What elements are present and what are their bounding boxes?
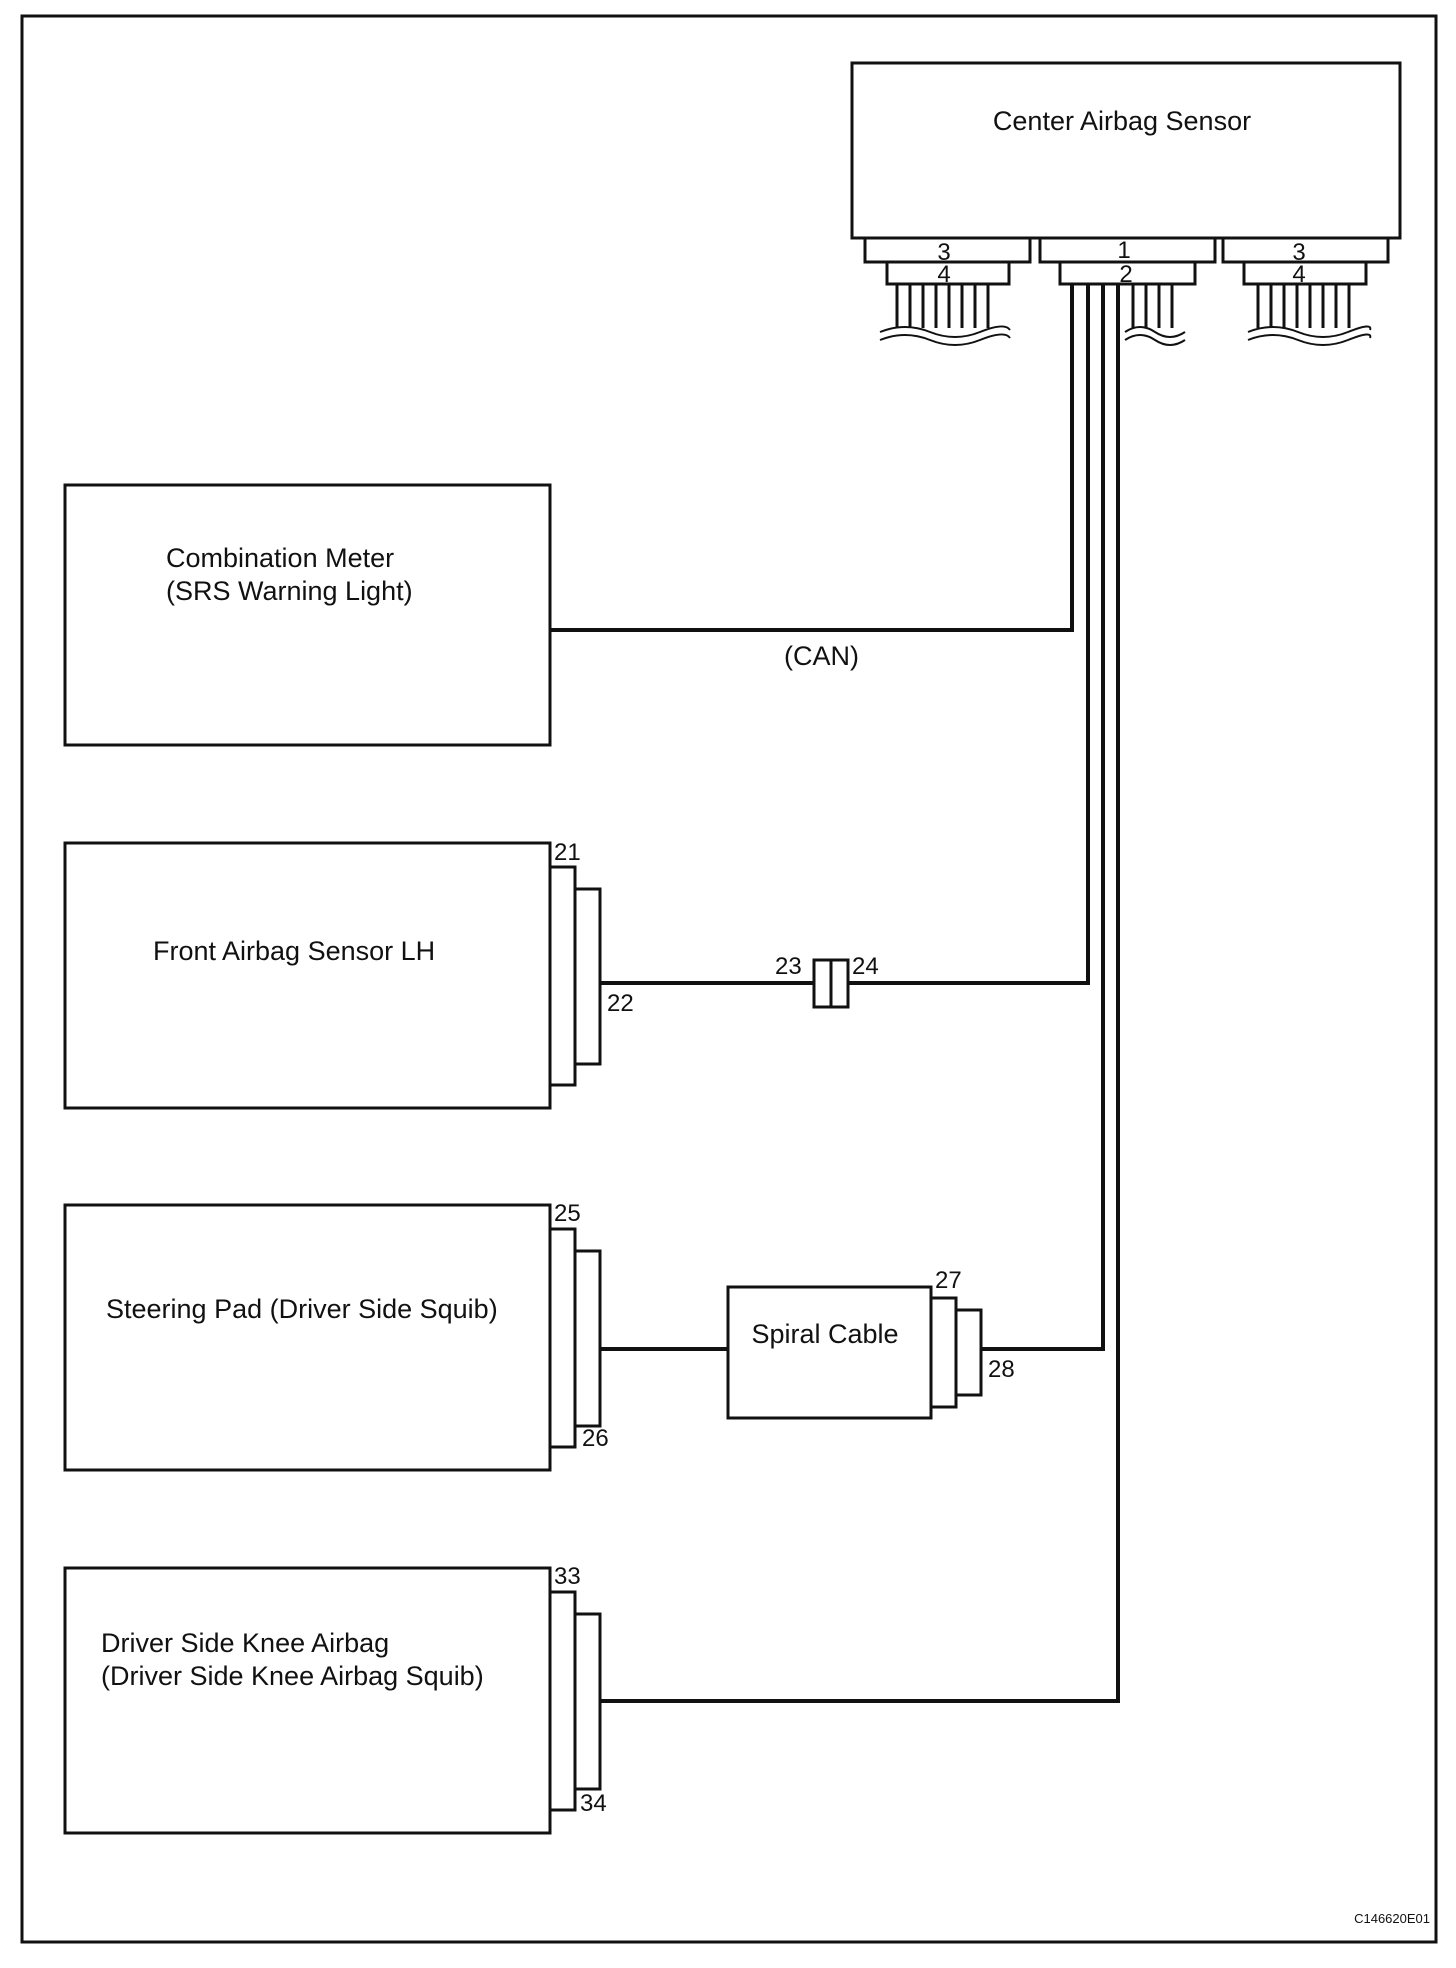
knee-airbag-squib-label: (Driver Side Knee Airbag Squib) (101, 1661, 484, 1691)
knee-airbag-connector-outer (548, 1590, 577, 1812)
knee-airbag-wire (600, 284, 1120, 1703)
front-sensor-connector-inner (573, 887, 602, 1066)
steering-pad-connector-inner (573, 1249, 602, 1428)
spiral-cable-connector-outer (929, 1296, 958, 1409)
page-frame (20, 14, 1438, 1944)
spiral-cable-connector-inner (954, 1308, 983, 1397)
can-wire (550, 284, 1074, 632)
steering-pad-label: Steering Pad (Driver Side Squib) (106, 1294, 498, 1324)
pin-label: 4 (937, 261, 950, 288)
pin-label: 34 (580, 1790, 607, 1817)
pin-label: 33 (554, 1563, 581, 1590)
knee-airbag-label: Driver Side Knee Airbag (101, 1628, 389, 1658)
front-sensor-connector-outer (548, 865, 577, 1087)
center-sensor-connector-middle (1038, 236, 1217, 346)
center-airbag-sensor-label: Center Airbag Sensor (993, 106, 1251, 136)
spiral-cable-label: Spiral Cable (751, 1319, 898, 1349)
srs-warning-light-label: (SRS Warning Light) (166, 576, 413, 606)
pin-label: 28 (988, 1356, 1015, 1383)
steering-pad-box (63, 1203, 552, 1472)
center-sensor-connector-left (863, 236, 1032, 346)
combination-meter-box (63, 483, 552, 747)
knee-airbag-connector-inner (573, 1612, 602, 1791)
pin-label: 24 (852, 953, 879, 980)
pin-label: 2 (1119, 261, 1132, 288)
center-airbag-sensor-box (850, 61, 1402, 240)
pin-label: 21 (554, 839, 581, 866)
junction-connector-right (829, 958, 850, 1009)
can-label: (CAN) (784, 641, 859, 671)
junction-connector-left (812, 958, 833, 1009)
spiral-cable-box (726, 1285, 933, 1420)
pin-label: 25 (554, 1200, 581, 1227)
pin-label: 26 (582, 1425, 609, 1452)
front-sensor-wire (600, 284, 1090, 985)
combination-meter-label: Combination Meter (166, 543, 394, 573)
figure-code: C146620E01 (1354, 1911, 1430, 1926)
spiral-cable-wire (981, 284, 1105, 1351)
knee-airbag-box (63, 1566, 552, 1835)
pin-label: 27 (935, 1267, 962, 1294)
pin-label: 1 (1117, 237, 1130, 264)
pin-label: 23 (775, 953, 802, 980)
pin-label: 22 (607, 990, 634, 1017)
pin-label: 3 (1292, 239, 1305, 266)
front-airbag-sensor-box (63, 841, 552, 1110)
pin-label: 3 (937, 239, 950, 266)
pin-label: 4 (1292, 261, 1305, 288)
steering-pad-connector-outer (548, 1227, 577, 1449)
center-sensor-connector-right (1221, 236, 1390, 346)
front-airbag-sensor-label: Front Airbag Sensor LH (153, 936, 435, 966)
